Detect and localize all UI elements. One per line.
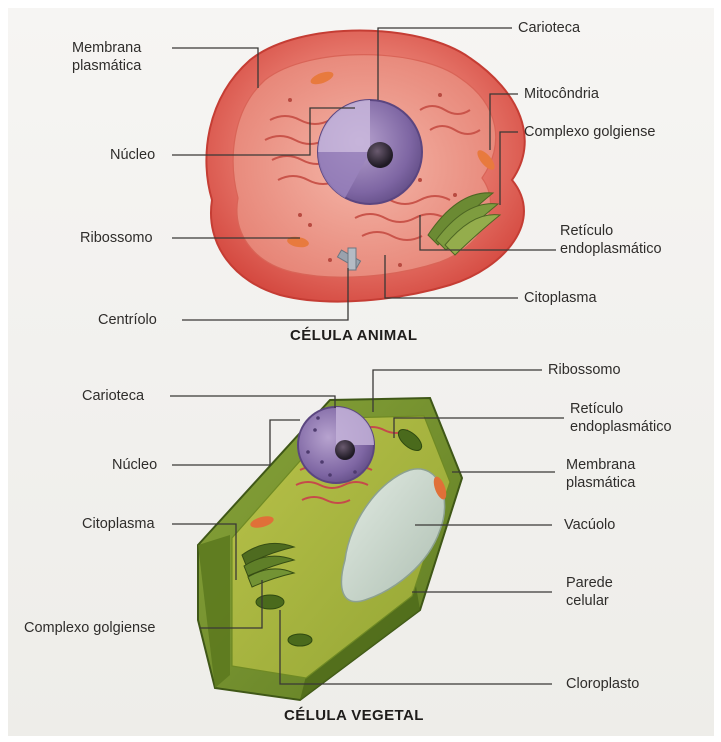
plant-nucleolus bbox=[335, 440, 355, 460]
leader-carioteca-vegetal bbox=[170, 396, 335, 408]
label-mitocondria: Mitocôndria bbox=[524, 85, 599, 103]
label-complexo-golgiense-animal: Complexo golgiense bbox=[524, 123, 655, 141]
animal-nucleolus bbox=[367, 142, 393, 168]
plant-cell bbox=[198, 398, 462, 700]
label-vacuolo: Vacúolo bbox=[564, 516, 615, 534]
plant-nucleus bbox=[298, 407, 374, 483]
label-nucleo-vegetal: Núcleo bbox=[112, 456, 157, 474]
label-ribossomo-vegetal: Ribossomo bbox=[548, 361, 621, 379]
label-carioteca-vegetal: Carioteca bbox=[82, 387, 144, 405]
animal-cell bbox=[206, 31, 524, 302]
label-citoplasma-animal: Citoplasma bbox=[524, 289, 597, 307]
label-membrana-plasmatica-vegetal: Membrana plasmática bbox=[566, 456, 635, 492]
title-celula-vegetal: CÉLULA VEGETAL bbox=[284, 707, 424, 724]
label-centriolo: Centríolo bbox=[98, 311, 157, 329]
title-celula-animal: CÉLULA ANIMAL bbox=[290, 327, 417, 344]
animal-nucleus bbox=[318, 100, 422, 204]
label-nucleo-animal: Núcleo bbox=[110, 146, 155, 164]
label-citoplasma-vegetal: Citoplasma bbox=[82, 515, 155, 533]
label-cloroplasto: Cloroplasto bbox=[566, 675, 639, 693]
label-ribossomo-animal: Ribossomo bbox=[80, 229, 153, 247]
label-parede-celular: Parede celular bbox=[566, 574, 613, 610]
label-reticulo-endoplasmatico-vegetal: Retículo endoplasmático bbox=[570, 400, 672, 436]
label-carioteca-animal: Carioteca bbox=[518, 19, 580, 37]
label-complexo-golgiense-vegetal: Complexo golgiense bbox=[24, 619, 155, 637]
label-reticulo-endoplasmatico-animal: Retículo endoplasmático bbox=[560, 222, 662, 258]
label-membrana-plasmatica-animal: Membrana plasmática bbox=[72, 39, 168, 75]
